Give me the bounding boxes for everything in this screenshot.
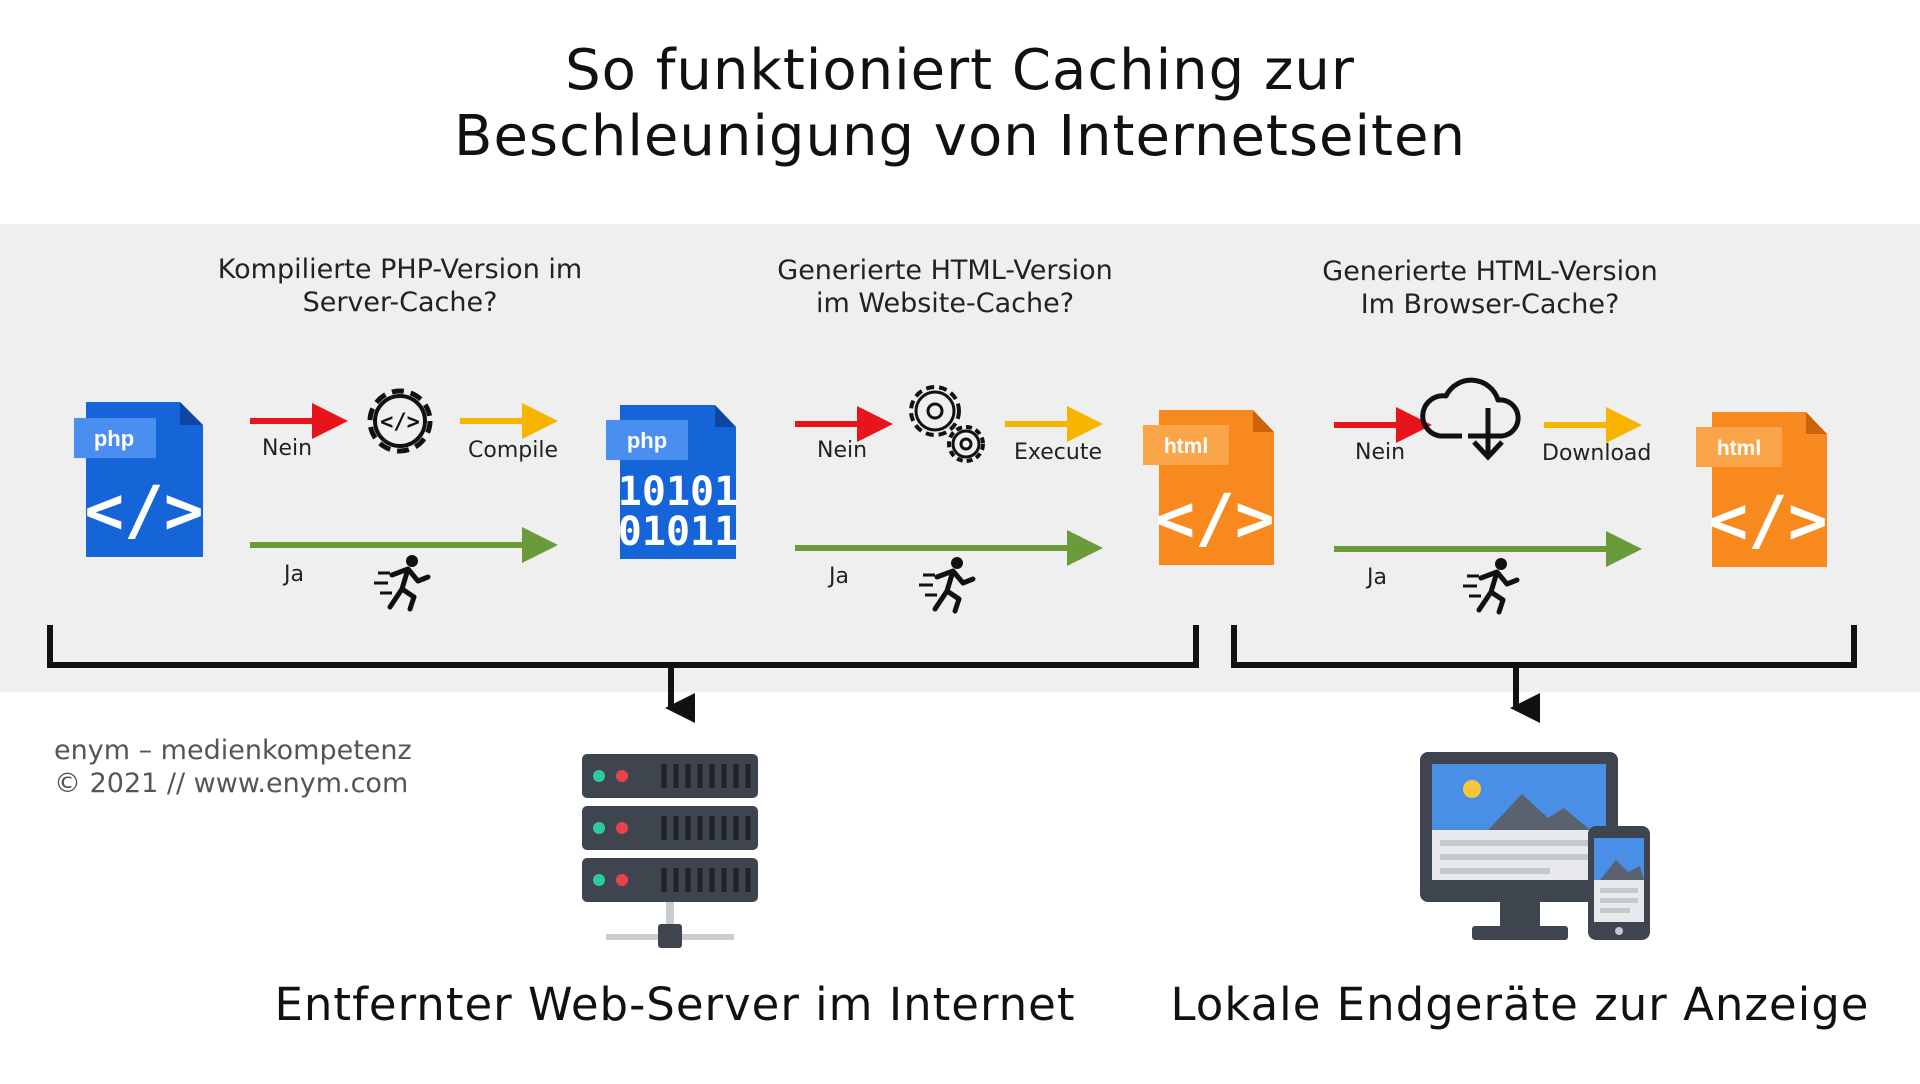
- svg-text:</>: </>: [380, 410, 420, 435]
- php-binary-file-icon: php 10101 01011: [606, 405, 738, 559]
- brand-line-1: enym – medienkompetenz: [54, 735, 412, 766]
- svg-text:php: php: [627, 428, 667, 453]
- runner-icon: [1463, 558, 1520, 615]
- svg-text:php: php: [94, 426, 134, 451]
- server-icon: [582, 754, 758, 948]
- svg-text:01011: 01011: [618, 509, 738, 555]
- devices-caption: Lokale Endgeräte zur Anzeige: [1170, 978, 1870, 1031]
- question-website-cache: Generierte HTML-Version im Website-Cache…: [777, 255, 1113, 319]
- yes-label-1: Ja: [284, 562, 304, 587]
- html-file-icon: html </>: [1143, 410, 1275, 565]
- svg-text:html: html: [1164, 435, 1208, 458]
- page-title: So funktioniert Caching zur Beschleunigu…: [0, 38, 1920, 170]
- svg-text:</>: </>: [1155, 480, 1274, 557]
- devices-icon: [1420, 752, 1650, 940]
- server-caption: Entfernter Web-Server im Internet: [274, 978, 1076, 1031]
- execute-label: Execute: [1014, 440, 1102, 465]
- compile-label: Compile: [468, 438, 558, 463]
- runner-icon: [374, 555, 431, 612]
- question-server-cache: Kompilierte PHP-Version im Server-Cache?: [217, 254, 583, 318]
- question-browser-cache: Generierte HTML-Version Im Browser-Cache…: [1322, 256, 1658, 320]
- html-file-icon-browser: html </>: [1696, 412, 1828, 567]
- yes-label-3: Ja: [1367, 565, 1387, 590]
- php-file-icon: php </>: [74, 402, 204, 557]
- runner-icon: [919, 557, 976, 614]
- brand-line-2: © 2021 // www.enym.com: [54, 768, 409, 799]
- gears-icon: [909, 385, 985, 463]
- server-bracket: [47, 625, 1199, 668]
- title-line-2: Beschleunigung von Internetseiten: [454, 104, 1466, 169]
- no-label-2: Nein: [817, 438, 868, 463]
- svg-text:html: html: [1717, 437, 1761, 460]
- brand-credit: enym – medienkompetenz © 2021 // www.eny…: [54, 734, 412, 800]
- svg-text:10101: 10101: [618, 469, 738, 515]
- download-label: Download: [1542, 441, 1652, 466]
- svg-text:</>: </>: [1708, 482, 1827, 559]
- code-gear-icon: </>: [367, 388, 433, 454]
- no-label-1: Nein: [262, 436, 313, 461]
- title-line-1: So funktioniert Caching zur: [565, 38, 1355, 103]
- no-label-3: Nein: [1355, 440, 1406, 465]
- svg-text:</>: </>: [84, 472, 203, 549]
- device-bracket: [1231, 625, 1857, 668]
- cloud-download-icon: [1420, 377, 1521, 461]
- yes-label-2: Ja: [829, 564, 849, 589]
